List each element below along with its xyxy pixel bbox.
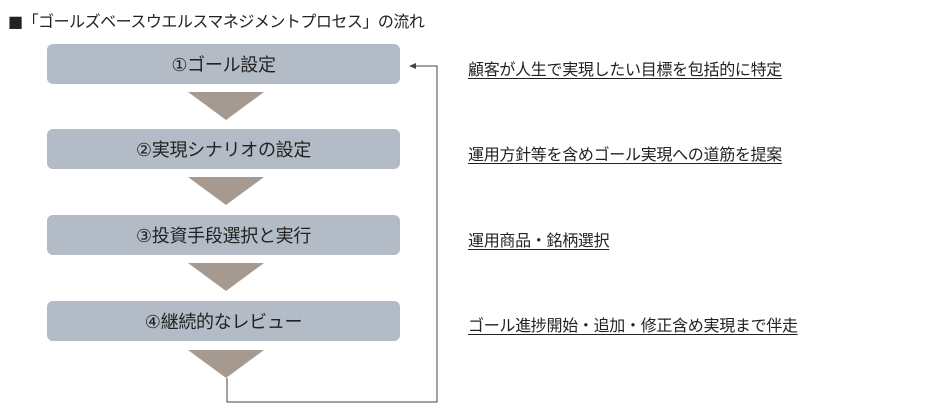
step-2-description: 運用方針等を含めゴール実現への道筋を提案 <box>468 145 783 164</box>
down-arrow-icon <box>188 92 264 120</box>
down-arrow-icon <box>188 177 264 205</box>
down-arrow-icon <box>188 263 264 291</box>
down-arrow-icon <box>188 350 264 378</box>
step-1-goal-setting: ①ゴール設定 <box>47 44 400 84</box>
step-3-investment-selection: ③投資手段選択と実行 <box>47 215 400 255</box>
diagram-title: ■「ゴールズベースウエルスマネジメントプロセス」の流れ <box>8 12 425 31</box>
step-3-description: 運用商品・銘柄選択 <box>468 231 610 250</box>
step-4-continuous-review: ④継続的なレビュー <box>47 301 400 341</box>
step-2-scenario-setting: ②実現シナリオの設定 <box>47 129 400 169</box>
step-4-description: ゴール進捗開始・追加・修正含め実現まで伴走 <box>468 316 798 335</box>
step-1-description: 顧客が人生で実現したい目標を包括的に特定 <box>468 60 783 79</box>
feedback-arrowhead-icon <box>409 63 416 69</box>
